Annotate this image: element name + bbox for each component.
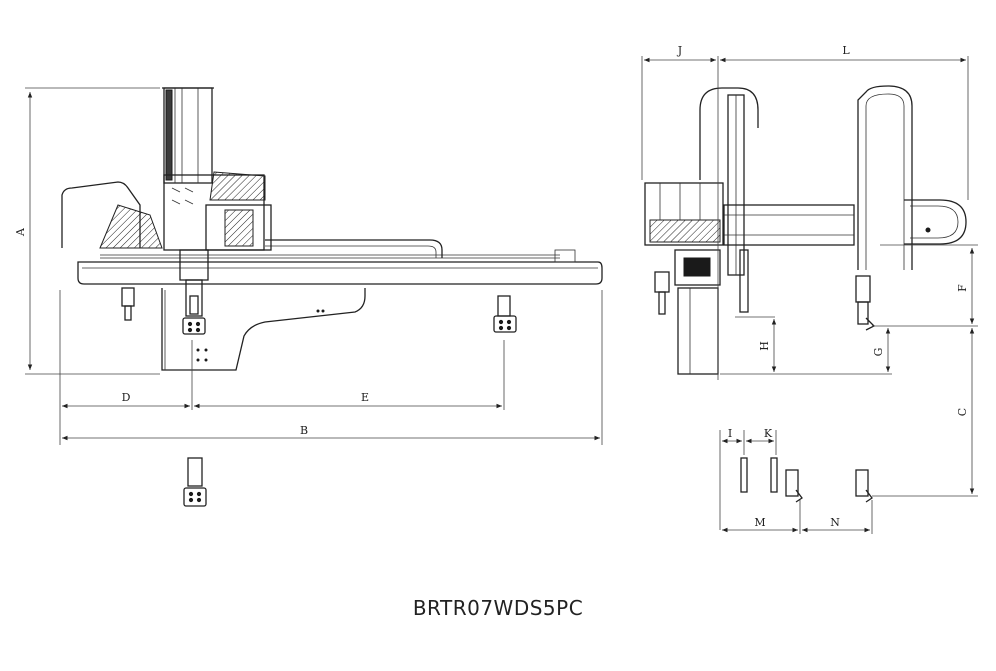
dim-label-K: K	[764, 427, 773, 440]
dim-label-G: G	[872, 348, 885, 357]
dim-label-I: I	[728, 427, 732, 440]
dim-label-M: M	[754, 516, 765, 529]
dim-label-D: D	[122, 391, 131, 404]
dim-label-J: J	[677, 44, 682, 57]
dim-label-B: B	[300, 424, 308, 437]
dim-label-A: A	[14, 227, 27, 237]
dim-label-E: E	[361, 391, 369, 404]
dim-label-F: F	[956, 284, 969, 292]
dim-label-C: C	[956, 408, 969, 416]
dim-label-N: N	[830, 516, 840, 529]
dim-label-H: H	[758, 341, 771, 351]
front-view	[25, 87, 603, 507]
side-view	[641, 56, 978, 534]
model-name: BRTR07WDS5PC	[412, 596, 584, 620]
dim-label-L: L	[842, 44, 850, 57]
